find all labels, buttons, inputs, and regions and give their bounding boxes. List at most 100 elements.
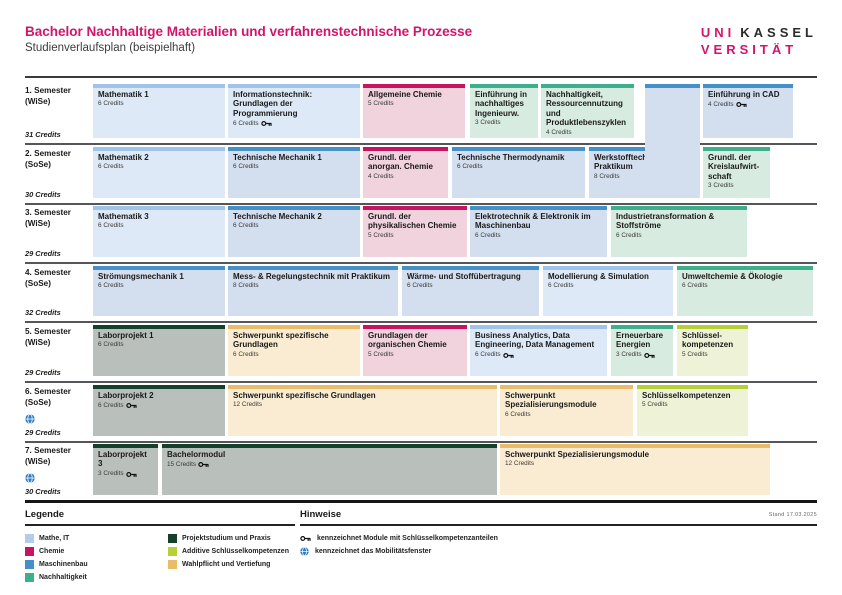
legend-item: Mathe, IT — [25, 532, 168, 545]
module-block: Elektrotechnik & Elektronik im Maschinen… — [470, 206, 607, 257]
row-divider — [25, 262, 817, 264]
legend-swatch — [25, 534, 34, 543]
semester-name: 4. Semester(SoSe) — [25, 268, 71, 288]
module-category-bar — [228, 266, 398, 270]
module-credits: 6 Credits — [682, 282, 708, 290]
module-category-bar — [228, 84, 360, 88]
legend-label: Nachhaltigkeit — [39, 574, 87, 581]
module-category-bar — [611, 325, 673, 329]
module-title: Strömungsmechanik 1 — [98, 272, 184, 281]
module-credits: 6 Credits — [233, 163, 259, 171]
module-title: Werkstofftechnik mit Praktikum — [594, 153, 673, 172]
module-title: Wärme- und Stoffübertragung — [407, 272, 521, 281]
semester-label: 3. Semester(WiSe)29 Credits — [25, 208, 91, 260]
key-icon — [643, 352, 655, 358]
module-category-bar — [470, 84, 538, 88]
logo-kassel: KASSEL — [740, 25, 817, 40]
module-credits: 4 Credits — [546, 128, 572, 136]
module-body — [645, 88, 700, 198]
key-icon — [125, 471, 137, 477]
module-body: Informationstechnik: Grundlagen der Prog… — [228, 88, 360, 138]
module-category-bar — [703, 84, 793, 88]
module-category-bar — [500, 385, 633, 389]
semester-name: 6. Semester(SoSe) — [25, 387, 71, 407]
module-credits: 6 Credits — [98, 402, 220, 409]
module-category-bar — [677, 325, 748, 329]
module-title: Allgemeine Chemie — [368, 90, 442, 99]
hinweise-items: kennzeichnet Module mit Schlüsselkompete… — [300, 532, 817, 558]
module-title: Schwerpunkt Spezialisierungsmodule — [505, 450, 650, 459]
legend-swatch — [168, 534, 177, 543]
row-divider — [25, 441, 817, 443]
hinweise-rule — [300, 524, 817, 526]
legend-swatch — [168, 547, 177, 556]
key-icon — [300, 536, 311, 541]
module-credits: 3 Credits — [98, 470, 153, 478]
legend-heading: Legende — [25, 509, 65, 520]
module-title: Schwerpunkt spezifische Grundlagen — [233, 331, 329, 350]
semester-credits: 29 Credits — [25, 249, 61, 258]
module-category-bar — [93, 147, 225, 151]
row-divider — [25, 143, 817, 145]
module-title: Einführung in nachhaltiges Ingenieurw. — [475, 90, 527, 118]
hinweise-text: kennzeichnet das Mobilitätsfenster — [315, 548, 432, 555]
module-title: Grundl. der Kreislaufwirt-schaft — [708, 153, 760, 181]
legend-rule — [25, 524, 295, 526]
semester-name: 1. Semester(WiSe) — [25, 86, 71, 106]
module-category-bar — [611, 206, 747, 210]
module-category-bar — [228, 385, 497, 389]
legend-label: Mathe, IT — [39, 535, 70, 542]
module-credits: 12 Credits — [505, 460, 535, 468]
hinweise-text: kennzeichnet Module mit Schlüsselkompete… — [317, 535, 498, 542]
legend-item: Projektstudium und Praxis — [168, 532, 295, 545]
module-category-bar — [470, 206, 607, 210]
module-credits: 12 Credits — [233, 401, 263, 409]
globe-icon — [300, 547, 309, 556]
key-icon — [735, 102, 747, 108]
module-credits: 8 Credits — [233, 282, 259, 290]
legend-item: Maschinenbau — [25, 558, 168, 571]
module-category-bar — [228, 206, 360, 210]
module-category-bar — [93, 266, 225, 270]
logo-line-1: UNI KASSEL — [701, 25, 817, 42]
module-credits: 3 Credits — [616, 351, 668, 359]
module-title: Schlüssel-kompetenzen — [682, 331, 734, 350]
legend-swatch — [25, 547, 34, 556]
module-title: Schwerpunkt Spezialisierungsmodule — [505, 391, 597, 410]
header-divider — [25, 76, 817, 78]
module-title: Industrietransformation & Stoffströme — [616, 212, 715, 231]
module-credits: 6 Credits — [98, 163, 124, 171]
module-title: Schwerpunkt spezifische Grundlagen — [233, 391, 376, 400]
logo-uni: UNI — [700, 25, 736, 40]
module-block: Informationstechnik: Grundlagen der Prog… — [228, 84, 360, 138]
module-title: Grundlagen der organischen Chemie — [368, 331, 447, 350]
module-title: Einführung in CAD — [708, 90, 780, 99]
stand-date: Stand 17.03.2025 — [768, 512, 817, 518]
module-category-bar — [452, 147, 585, 151]
module-category-bar — [541, 84, 634, 88]
module-credits: 5 Credits — [682, 350, 708, 358]
